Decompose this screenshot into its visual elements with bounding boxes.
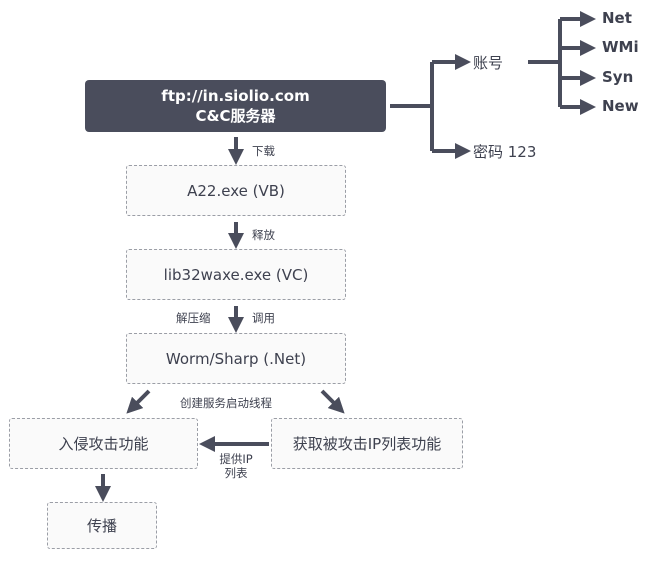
label-provide-ip: 提供IP 列表 xyxy=(214,452,258,480)
get-target-ip-box: 获取被攻击IP列表功能 xyxy=(271,418,463,469)
label-release: 释放 xyxy=(252,228,275,242)
label-decompress: 解压缩 xyxy=(176,311,211,325)
arrow-to-attack xyxy=(126,389,151,414)
cc-server-box: ftp://in.siolio.com C&C服务器 xyxy=(85,80,386,132)
account-label: 账号 xyxy=(473,54,504,72)
label-provide-ip-line1: 提供IP xyxy=(219,452,253,466)
server-caption: C&C服务器 xyxy=(195,107,276,125)
a22-exe-box: A22.exe (VB) xyxy=(126,165,346,216)
account-item-wmi: WMi xyxy=(602,38,639,56)
password-label: 密码 123 xyxy=(473,143,537,161)
lib32waxe-box: lib32waxe.exe (VC) xyxy=(126,249,346,300)
spread-box: 传播 xyxy=(47,502,157,549)
arrow-to-iplist xyxy=(320,389,345,414)
intrusion-attack-box: 入侵攻击功能 xyxy=(9,418,198,469)
account-item-net: Net xyxy=(602,9,632,27)
label-invoke: 调用 xyxy=(252,311,275,325)
label-provide-ip-line2: 列表 xyxy=(224,466,248,480)
label-download: 下载 xyxy=(252,144,275,158)
account-item-syn: Syn xyxy=(602,68,634,86)
worm-sharp-box: Worm/Sharp (.Net) xyxy=(126,333,346,384)
account-item-new: New xyxy=(602,97,639,115)
server-url: ftp://in.siolio.com xyxy=(161,87,310,105)
label-create-threads: 创建服务启动线程 xyxy=(180,396,272,410)
